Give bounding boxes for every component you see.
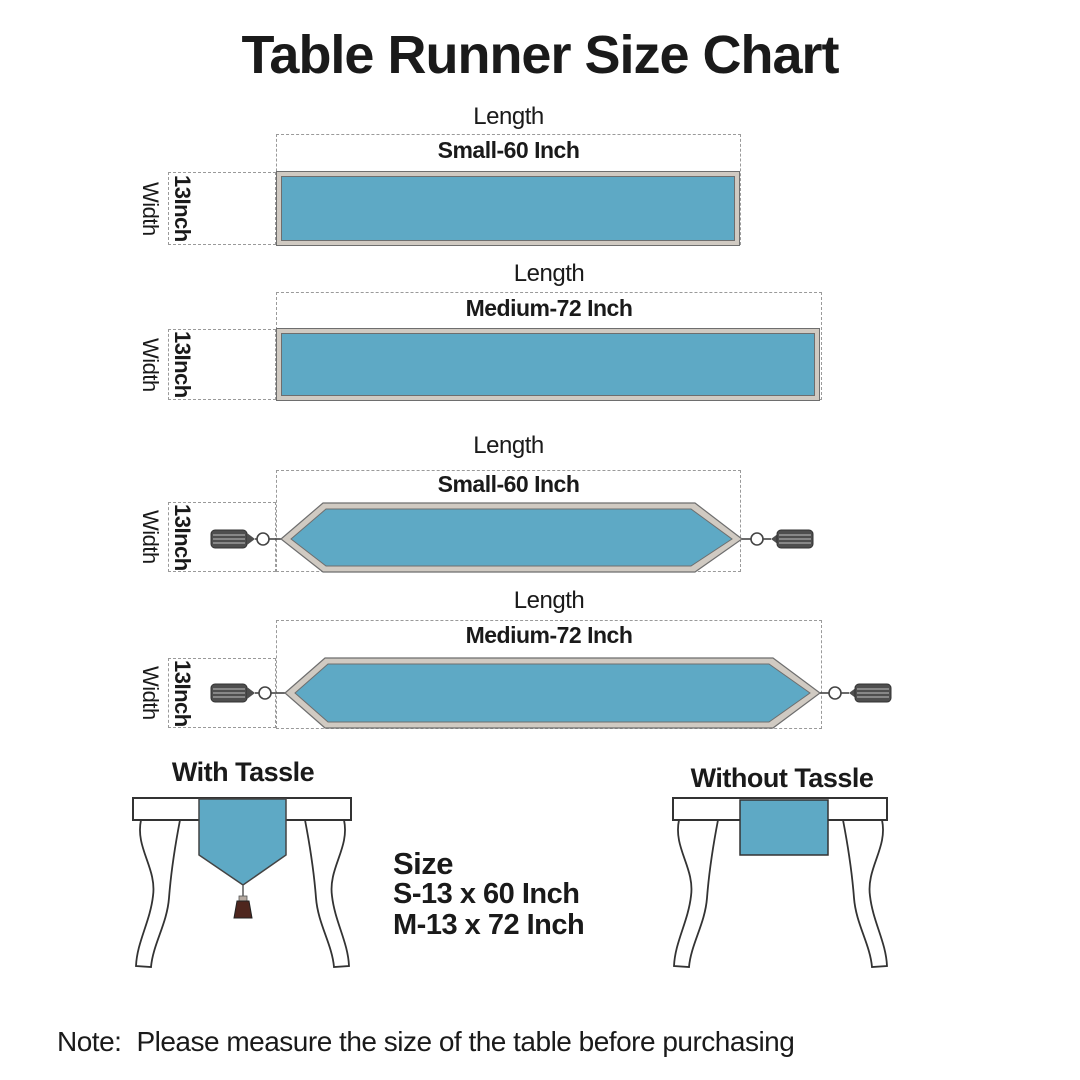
- hanging-runner-pointed: [198, 798, 287, 886]
- pointed-runner-drawing: [210, 502, 814, 573]
- page-title: Table Runner Size Chart: [241, 25, 839, 85]
- width-dimension-box: [168, 172, 276, 245]
- length-label: Length: [513, 587, 585, 614]
- width-dimension-box: [168, 329, 276, 400]
- size-label: Small-60 Inch: [437, 471, 580, 497]
- runner-rectangle: [276, 328, 820, 401]
- left-cord-ring: [258, 686, 272, 700]
- width-label: Width: [138, 181, 164, 236]
- size-heading: Size: [393, 846, 454, 881]
- left-cord-ring: [256, 532, 270, 546]
- runner-rectangle: [276, 171, 740, 246]
- table-with-tassle-drawing: [132, 797, 352, 968]
- without-tassle-heading: Without Tassle: [690, 763, 874, 793]
- left-tassel-stripes: [213, 688, 245, 698]
- table-left-leg: [673, 819, 720, 968]
- runner-fabric: [290, 508, 733, 567]
- size-summary: Size S-13 x 60 Inch M-13 x 72 Inch: [393, 846, 585, 941]
- table-without-tassle-drawing: [672, 797, 888, 968]
- width-label: Width: [138, 337, 164, 392]
- left-tassel-stripes: [213, 534, 245, 544]
- size-line-medium: M-13 x 72 Inch: [393, 909, 585, 941]
- left-tassel-cap: [247, 687, 255, 699]
- width-dimension-box: [168, 502, 276, 572]
- note-body: Please measure the size of the table bef…: [136, 1026, 795, 1057]
- left-tassel-cap: [247, 533, 255, 545]
- size-label: Medium-72 Inch: [465, 622, 633, 648]
- hanging-runner-straight: [739, 799, 829, 856]
- table-right-leg: [841, 819, 888, 968]
- width-value-label: 13Inch: [170, 659, 196, 727]
- width-label: Width: [138, 666, 164, 720]
- tassel-cap: [238, 895, 248, 902]
- note-prefix: Note:: [57, 1026, 122, 1057]
- mini-tassel-icon: [233, 900, 253, 919]
- width-value-label: 13Inch: [170, 175, 196, 242]
- length-label: Length: [473, 103, 544, 130]
- width-value-label: 13Inch: [170, 331, 196, 398]
- width-value-label: 13Inch: [170, 503, 196, 571]
- pointed-runner-drawing: [210, 657, 892, 729]
- length-label: Length: [513, 260, 585, 287]
- right-tassel-stripes: [857, 688, 889, 698]
- with-tassle-heading: With Tassle: [171, 757, 315, 787]
- table-right-leg: [303, 819, 350, 968]
- table-left-leg: [135, 819, 182, 968]
- right-cord-ring: [828, 686, 842, 700]
- size-label: Small-60 Inch: [437, 137, 580, 163]
- width-label: Width: [138, 510, 164, 564]
- note-text: Note: Please measure the size of the tabl…: [57, 1026, 795, 1058]
- size-line-small: S-13 x 60 Inch: [393, 878, 580, 910]
- right-cord-ring: [750, 532, 764, 546]
- size-label: Medium-72 Inch: [465, 295, 633, 321]
- right-tassel-stripes: [779, 534, 811, 544]
- runner-fabric: [294, 663, 811, 723]
- length-label: Length: [473, 432, 544, 459]
